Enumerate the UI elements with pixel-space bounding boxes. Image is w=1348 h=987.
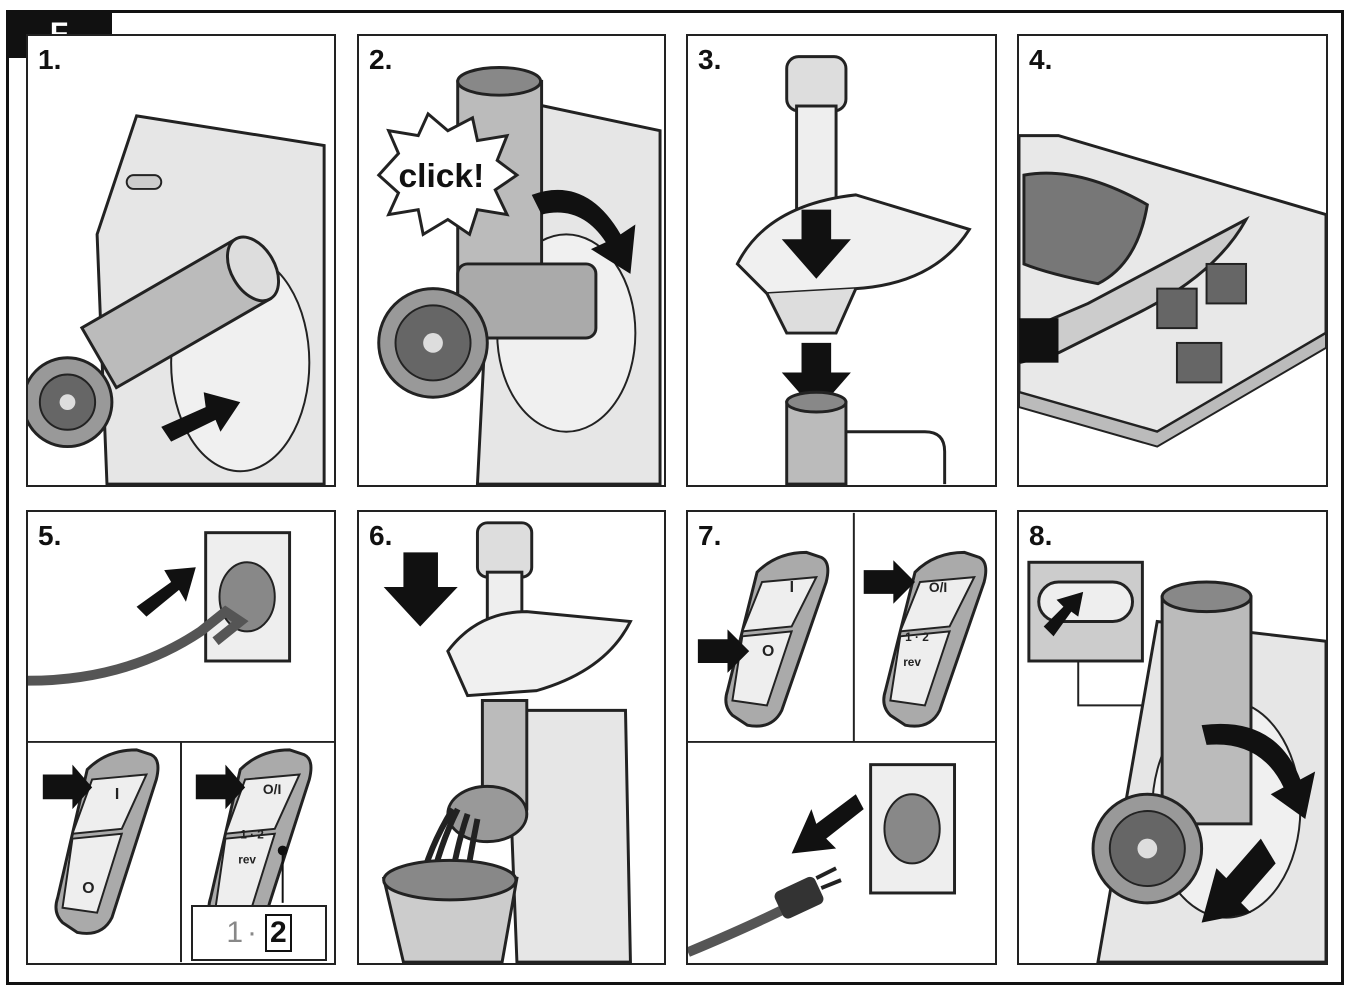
meat-cube-icon	[1156, 287, 1198, 330]
meat-icon	[1022, 171, 1149, 286]
step-4-illustration	[1019, 134, 1326, 448]
step-7-number: 7.	[698, 520, 722, 551]
step-1-illustration	[28, 114, 326, 485]
tray-icon	[446, 610, 633, 698]
step-4-number: 4.	[1029, 44, 1053, 75]
rotate-arrow-icon	[1201, 723, 1316, 819]
switch-speeds-label: 1 · 2	[905, 630, 929, 644]
step-7-panel: 7. I O O/I 1 · 2 rev	[686, 510, 997, 965]
plug-in-arrow-icon	[136, 567, 196, 617]
switch-speeds-label: 1 · 2	[240, 828, 264, 842]
step-8-illustration	[1027, 560, 1326, 963]
pusher-icon	[475, 521, 534, 579]
pusher-icon	[785, 55, 848, 113]
switch-rev-label: rev	[903, 655, 921, 669]
insert-arrow-icon	[161, 392, 241, 442]
down-arrow-icon	[383, 552, 458, 627]
remove-arrow-icon	[1201, 838, 1276, 923]
grinder-tube	[79, 235, 281, 390]
switch-on-position: O/I 1 · 2 rev	[863, 550, 988, 728]
switch-off-position: I O	[697, 550, 830, 728]
step-8-panel: 8.	[1017, 510, 1328, 965]
plug-icon	[774, 876, 824, 919]
step-8-number: 8.	[1029, 520, 1053, 551]
right-arrow-icon	[195, 764, 246, 810]
click-callout: click!	[398, 158, 484, 195]
switch-on-label: I	[115, 786, 119, 803]
step-1-number: 1.	[38, 44, 62, 75]
step-4-panel: 4.	[1017, 34, 1328, 487]
meat-cube-icon	[1205, 262, 1248, 305]
mode-speed-1: 1	[226, 916, 243, 949]
step-6-number: 6.	[369, 520, 393, 551]
step-2-panel: 2. click!	[357, 34, 666, 487]
mode-separator: ·	[247, 916, 257, 949]
switch-off-label: O	[762, 643, 774, 660]
unplug-arrow-icon	[791, 794, 864, 854]
step-3-number: 3.	[698, 44, 722, 75]
feed-tube	[1160, 595, 1253, 826]
switch-on-off-label: O/I	[929, 579, 947, 595]
release-button-icon	[1037, 580, 1135, 623]
speed-mode-indicator: 1 · 2	[191, 905, 327, 961]
switch-rev-label: rev	[238, 852, 256, 866]
power-cord-icon	[688, 903, 789, 957]
step-5-panel: 5. I O O/I 1 · 2 rev 1	[26, 510, 336, 965]
rotate-arrow-icon	[531, 189, 636, 274]
step-1-panel: 1.	[26, 34, 336, 487]
right-arrow-icon	[863, 560, 916, 604]
step-5-number: 5.	[38, 520, 62, 551]
step-5-illustration: I O O/I 1 · 2 rev	[28, 531, 334, 963]
meat-cube-icon	[1175, 341, 1223, 384]
switch-off-label: O	[82, 880, 94, 897]
switch-on-off-label: O/I	[263, 781, 281, 797]
down-arrow-icon	[781, 342, 851, 413]
step-6-panel: 6.	[357, 510, 666, 965]
step-3-illustration	[735, 55, 972, 485]
power-cord-icon	[28, 605, 249, 686]
step-6-illustration	[381, 521, 633, 963]
speed-switch-left: I O	[42, 748, 160, 935]
diagram-frame	[6, 10, 1344, 985]
mode-speed-2: 2	[265, 914, 292, 952]
speed-switch-right: O/I 1 · 2 rev	[195, 748, 313, 935]
right-arrow-icon	[697, 629, 750, 673]
press-arrow-icon	[1043, 591, 1084, 637]
step-2-number: 2.	[369, 44, 393, 75]
step-2-illustration: click!	[376, 66, 662, 485]
slot-icon	[125, 174, 163, 190]
tray-icon	[735, 193, 972, 296]
step-3-panel: 3.	[686, 34, 997, 487]
click-burst-icon	[376, 111, 520, 237]
knife-icon	[1019, 215, 1250, 365]
down-arrow-icon	[781, 209, 851, 279]
switch-on-label: I	[790, 579, 794, 596]
step-7-illustration: I O O/I 1 · 2 rev	[688, 512, 995, 957]
right-arrow-icon	[42, 764, 93, 810]
